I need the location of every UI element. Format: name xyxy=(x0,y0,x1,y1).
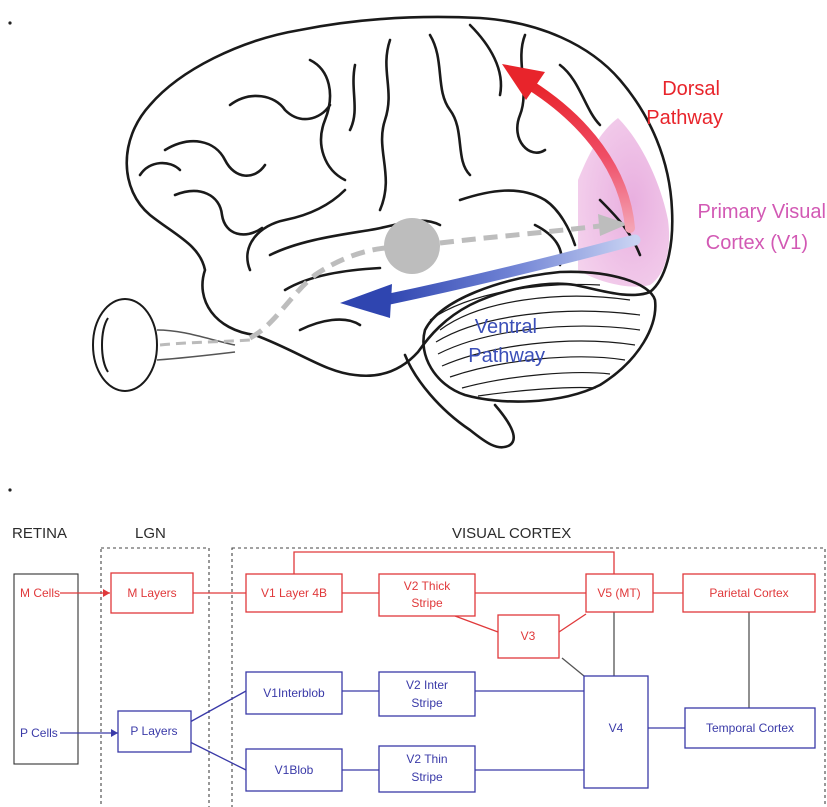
brain-illustration: Dorsal Pathway Primary Visual Cortex (V1… xyxy=(8,17,826,447)
header-retina: RETINA xyxy=(12,525,67,542)
lgn-p-layers-label: P Layers xyxy=(130,724,177,738)
dorsal-label-line1: Dorsal xyxy=(662,78,720,100)
v1-label-line2: Cortex (V1) xyxy=(706,232,808,254)
v1-layer4b-label: V1 Layer 4B xyxy=(261,586,327,600)
ventral-arrowhead xyxy=(340,284,392,318)
v2-inter-label-2: Stripe xyxy=(411,696,443,710)
v1-blob-box: V1Blob xyxy=(246,749,342,791)
dorsal-label-line2: Pathway xyxy=(646,107,723,129)
v1-interblob-label: V1Interblob xyxy=(263,686,325,700)
v1-blob-label: V1Blob xyxy=(275,763,314,777)
temporal-cortex-box: Temporal Cortex xyxy=(685,708,815,748)
header-visual-cortex: VISUAL CORTEX xyxy=(452,525,571,542)
panel-bullet-top xyxy=(8,21,11,24)
flow-diagram: RETINA LGN VISUAL CORTEX xyxy=(8,488,825,807)
v1-label-line1: Primary Visual xyxy=(697,201,826,223)
lgn-m-layers-label: M Layers xyxy=(127,586,176,600)
v2-thick-label-1: V2 Thick xyxy=(404,579,451,593)
v1-layer4b-box: V1 Layer 4B xyxy=(246,574,342,612)
v2-thick-stripe-box: V2 Thick Stripe xyxy=(379,574,475,616)
v2-thin-stripe-box: V2 Thin Stripe xyxy=(379,746,475,792)
v2-thin-label-2: Stripe xyxy=(411,770,443,784)
ventral-label-line2: Pathway xyxy=(468,345,545,367)
retina-p-cells: P Cells xyxy=(20,726,58,740)
parietal-cortex-label: Parietal Cortex xyxy=(709,586,788,600)
lgn-grey-circle xyxy=(384,218,440,274)
lgn-m-layers-box: M Layers xyxy=(111,573,193,613)
temporal-cortex-label: Temporal Cortex xyxy=(706,721,794,735)
v3-label: V3 xyxy=(521,629,536,643)
v2-inter-label-1: V2 Inter xyxy=(406,678,448,692)
v4-box: V4 xyxy=(584,676,648,788)
v1-interblob-box: V1Interblob xyxy=(246,672,342,714)
retina-m-cells: M Cells xyxy=(20,586,60,600)
header-lgn: LGN xyxy=(135,525,166,542)
panel-bullet-bottom xyxy=(8,488,11,491)
cerebellum xyxy=(423,272,655,402)
lgn-p-layers-box: P Layers xyxy=(118,711,191,752)
v4-label: V4 xyxy=(609,721,624,735)
v2-inter-stripe-box: V2 Inter Stripe xyxy=(379,672,475,716)
v5-mt-box: V5 (MT) xyxy=(586,574,653,612)
ventral-label-line1: Ventral xyxy=(475,316,537,338)
parietal-cortex-box: Parietal Cortex xyxy=(683,574,815,612)
eye xyxy=(93,299,250,391)
v3-box: V3 xyxy=(498,615,559,658)
v2-thin-label-1: V2 Thin xyxy=(406,752,447,766)
optic-tract-dashed xyxy=(250,248,385,338)
v5-mt-label: V5 (MT) xyxy=(597,586,640,600)
optic-radiation-dashed xyxy=(440,226,600,243)
v2-thick-label-2: Stripe xyxy=(411,596,443,610)
